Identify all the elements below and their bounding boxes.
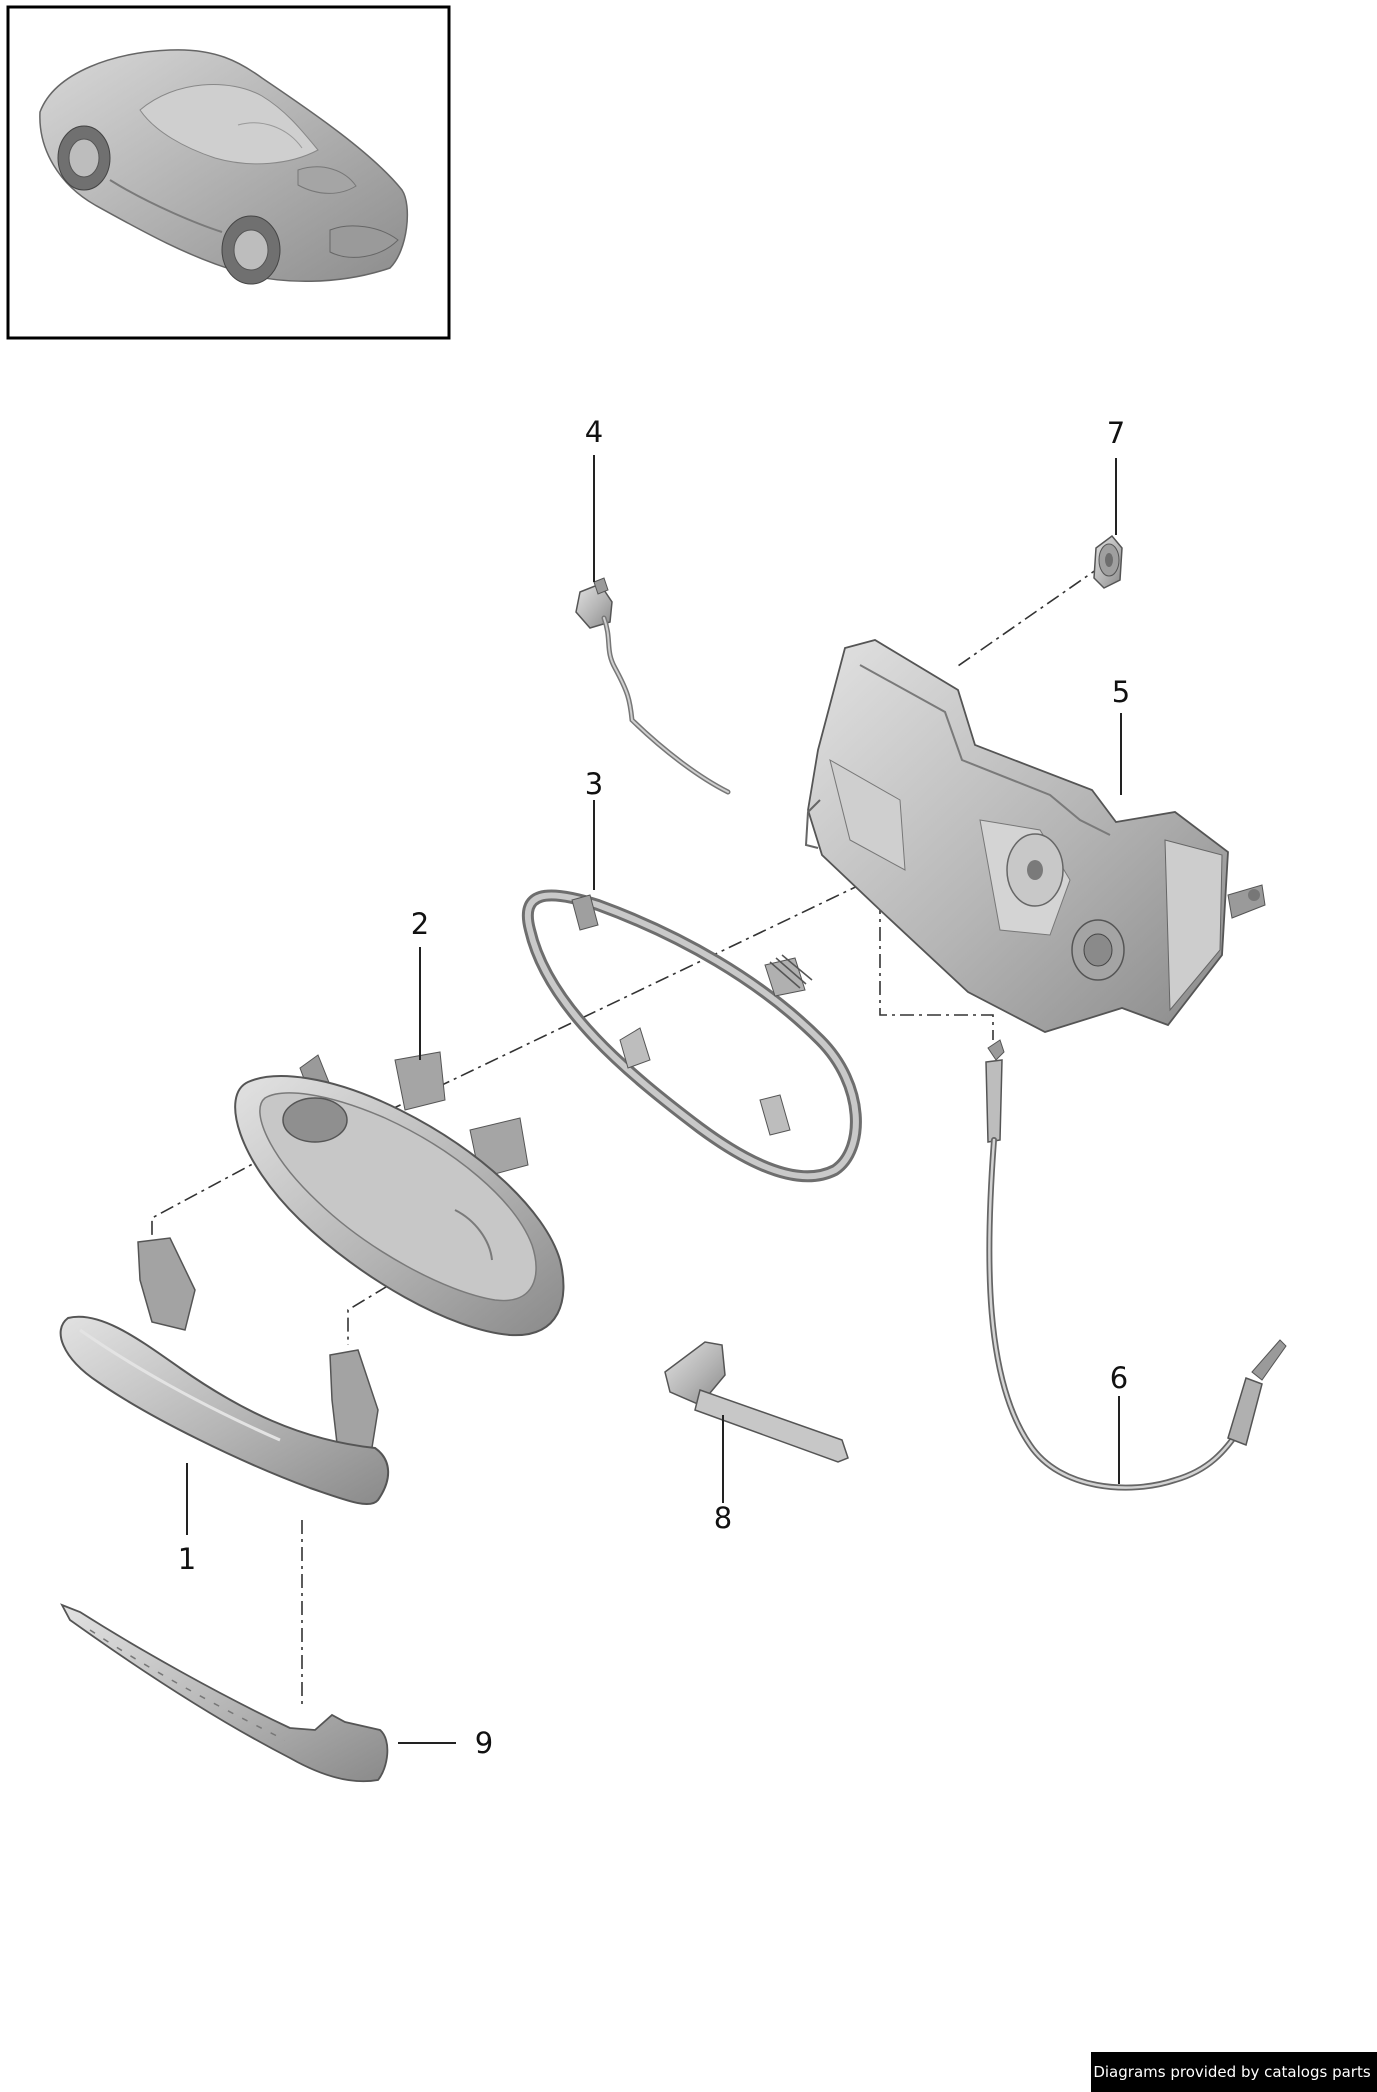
- callout-7: 7: [1107, 416, 1125, 450]
- part-9-trim: [60, 1603, 389, 1783]
- callout-8: 8: [714, 1501, 732, 1535]
- vehicle-thumbnail: [6, 5, 451, 340]
- assembly-line-cable: [879, 900, 994, 1040]
- part-4-sensor: [575, 577, 731, 795]
- car-thumbnail-icon: [39, 49, 409, 285]
- part-1-grip: [59, 1237, 390, 1505]
- part-8-key: [664, 1341, 849, 1463]
- part-2-bezel: [234, 1051, 565, 1337]
- callout-6: 6: [1110, 1361, 1128, 1395]
- part-6-cable: [985, 1039, 1287, 1491]
- leader-lines: [186, 455, 1122, 1744]
- assembly-line-grip-right: [347, 1229, 481, 1345]
- callout-2: 2: [411, 907, 429, 941]
- callout-5: 5: [1112, 675, 1130, 709]
- part-7-grommet: [1093, 534, 1123, 589]
- callout-4: 4: [585, 415, 603, 449]
- callout-1: 1: [178, 1542, 196, 1576]
- callout-9: 9: [475, 1726, 493, 1760]
- part-3-seal: [521, 889, 862, 1183]
- diagram-credit-badge: Diagrams provided by catalogs parts: [1091, 2052, 1377, 2092]
- callout-3: 3: [585, 767, 603, 801]
- part-5-carrier: [804, 639, 1266, 1033]
- callout-labels: 1 2 3 4 5 6 7 8 9: [178, 415, 1130, 1760]
- assembly-line-grommet: [954, 564, 1104, 669]
